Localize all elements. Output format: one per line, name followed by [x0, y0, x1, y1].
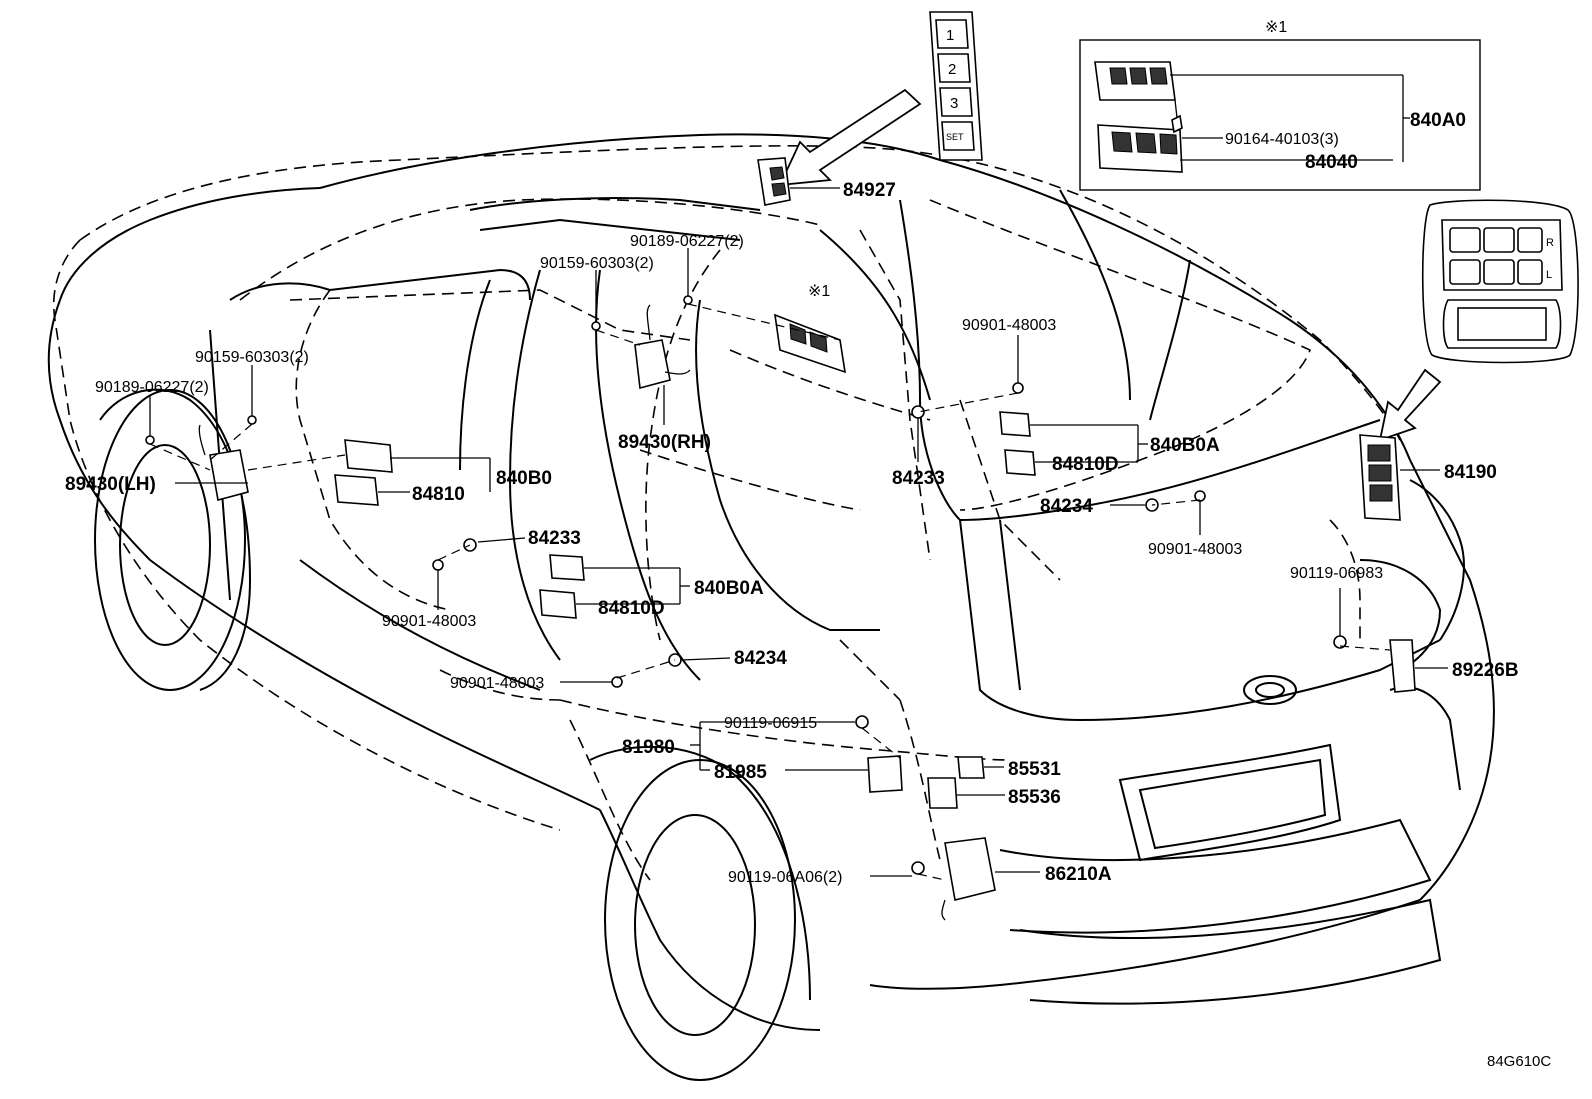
bolt-90119-06A06: [911, 861, 925, 875]
part-85536: [927, 777, 958, 809]
bolt-90901-c: [432, 559, 444, 571]
part-84927: [757, 157, 791, 206]
callout-81985: 81985: [714, 762, 767, 783]
callout-840B0: 840B0: [496, 468, 552, 489]
seat-switch-l: L: [1546, 269, 1552, 281]
part-85531: [957, 756, 985, 779]
callout-90189-06227-lh: 90189-06227(2): [95, 379, 209, 396]
memory-button-2: 2: [948, 61, 956, 78]
parts: [145, 157, 1416, 921]
memory-switch-detail: 1 2 3 SET: [929, 11, 983, 161]
part-84810D-lh: [539, 589, 577, 619]
memory-button-1: 1: [946, 27, 954, 44]
callout-89430-rh: 89430(RH): [618, 432, 711, 453]
callout-84190: 84190: [1444, 462, 1497, 483]
callout-85536: 85536: [1008, 787, 1061, 808]
part-center-window-switch: [774, 313, 846, 374]
clip-90189-rh: [683, 295, 693, 305]
vehicle-body: [47, 133, 1495, 1081]
bolt-90901-d: [611, 676, 623, 688]
part-840B0: [344, 439, 393, 473]
clip-90159-lh: [247, 415, 257, 425]
clip-90159-rh: [591, 321, 601, 331]
callout-840B0A-a: 840B0A: [1150, 435, 1220, 456]
inset-label-840A0: 840A0: [1410, 110, 1466, 131]
callout-84810D-b: 84810D: [598, 598, 665, 619]
clip-90189-lh: [145, 435, 155, 445]
callout-labels: 84927 90189-06227(2) 90159-60303(2) ※1 9…: [65, 180, 1551, 1070]
callout-84233-b: 84233: [528, 528, 581, 549]
callout-90901-48003-d: 90901-48003: [450, 675, 544, 692]
inset-note: ※1: [1265, 19, 1287, 36]
part-840B0A-lh: [549, 554, 585, 581]
part-89226B: [1389, 639, 1416, 693]
callout-90119-06983: 90119-06983: [1290, 565, 1383, 582]
callout-84810: 84810: [412, 484, 465, 505]
callout-84810D-a: 84810D: [1052, 454, 1119, 475]
part-89430-lh: [209, 449, 249, 501]
callout-90119-06A06: 90119-06A06(2): [728, 869, 842, 886]
callout-90189-06227-rh: 90189-06227(2): [630, 233, 744, 250]
inset-label-84040: 84040: [1305, 152, 1358, 173]
part-84810: [334, 474, 379, 506]
callout-90159-60303-rh: 90159-60303(2): [540, 255, 654, 272]
callout-840B0A-b: 840B0A: [694, 578, 764, 599]
callout-89226B: 89226B: [1452, 660, 1519, 681]
bolt-90119-06915: [855, 715, 869, 729]
callout-90159-60303-lh: 90159-60303(2): [195, 349, 309, 366]
part-840B0A-rh: [999, 411, 1031, 437]
inset-840A0: ※1 840A0 90164-40103(3) 84040: [1079, 19, 1481, 191]
seat-switch-r: R: [1546, 237, 1554, 249]
callout-90901-48003-b: 90901-48003: [1148, 541, 1242, 558]
memory-button-set: SET: [946, 132, 964, 142]
part-86210A: [944, 837, 996, 901]
clip-84233-rh: [911, 405, 925, 419]
callout-84234-b: 84234: [734, 648, 787, 669]
arrow-to-memory-switch-icon: [778, 88, 922, 187]
pointer-arrows: [778, 88, 1442, 442]
callout-90901-48003-a: 90901-48003: [962, 317, 1056, 334]
arrow-to-rear-switch-icon: [1378, 368, 1442, 442]
callout-89430-lh: 89430(LH): [65, 474, 156, 495]
callout-note1-center: ※1: [808, 283, 830, 300]
seat-switch-panel: R L: [1421, 199, 1579, 364]
callout-86210A: 86210A: [1045, 864, 1112, 885]
callout-84233-a: 84233: [892, 468, 945, 489]
part-84810D-rh: [1004, 449, 1036, 476]
callout-81980: 81980: [622, 737, 675, 758]
callout-84234-a: 84234: [1040, 496, 1093, 517]
callout-85531: 85531: [1008, 759, 1061, 780]
part-81985: [867, 755, 903, 793]
memory-button-3: 3: [950, 95, 958, 112]
inset-label-90164-40103: 90164-40103(3): [1225, 131, 1339, 148]
callout-90901-48003-c: 90901-48003: [382, 613, 476, 630]
diagram-code: 84G610C: [1487, 1053, 1551, 1070]
bolt-90901-a: [1012, 382, 1024, 394]
bolt-90901-b: [1194, 490, 1206, 502]
part-89430-rh: [634, 339, 671, 390]
callout-84927: 84927: [843, 180, 896, 201]
leader-lines: [149, 187, 1448, 881]
callout-90119-06915: 90119-06915: [724, 715, 817, 732]
